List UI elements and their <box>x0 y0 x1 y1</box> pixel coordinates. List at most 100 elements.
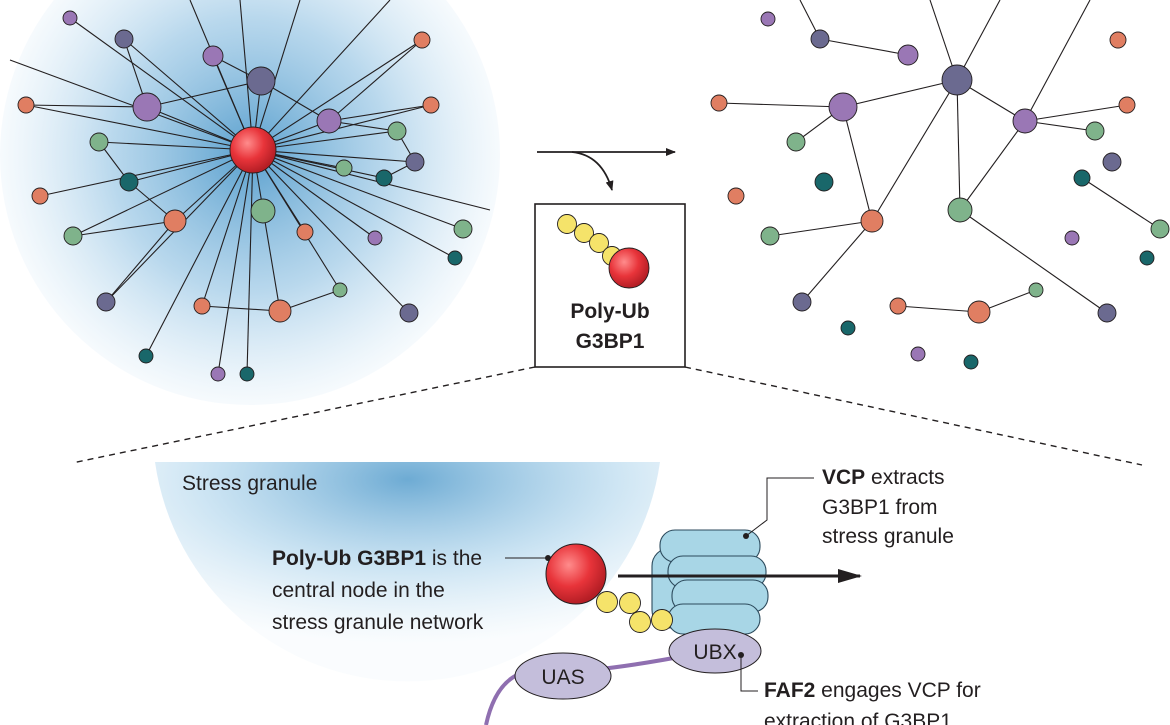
network-edge <box>98 141 254 151</box>
poly-ub-inset-box: Poly-Ub G3BP1 <box>534 203 686 368</box>
network-edge <box>217 149 254 375</box>
network-edge <box>252 149 491 211</box>
network-edge <box>123 38 254 151</box>
slate-node <box>1097 303 1117 323</box>
purple-node <box>316 108 342 134</box>
poly-ub-chain <box>596 591 673 633</box>
purple-node <box>132 92 162 122</box>
hub-node <box>229 126 277 174</box>
slate-node <box>810 29 830 49</box>
vcp-leader <box>745 477 814 537</box>
vcp-leader-dot <box>743 533 749 539</box>
green-node <box>335 159 353 177</box>
network-edge <box>328 39 423 122</box>
purple-node <box>62 10 78 26</box>
network-edge <box>959 209 1108 314</box>
faf2-leader <box>740 655 758 692</box>
network-edge <box>1024 0 1091 122</box>
green-node <box>1150 219 1170 239</box>
network-edge <box>201 149 254 307</box>
green-node <box>250 198 276 224</box>
green-node <box>1085 121 1105 141</box>
purple-node <box>367 230 383 246</box>
faf2-leader-dot <box>738 652 744 658</box>
orange-node <box>1118 96 1136 114</box>
network-edge <box>105 220 176 303</box>
network-edge <box>842 106 873 222</box>
teal-node <box>447 250 463 266</box>
faf2-note-line1: FAF2 engages VCP for <box>764 679 981 702</box>
slate-node <box>1102 152 1122 172</box>
network-edge <box>252 39 423 151</box>
stress-granule-label: Stress granule <box>182 472 317 495</box>
network-edge <box>252 130 398 151</box>
slate-node <box>792 292 812 312</box>
network-edge <box>72 149 254 237</box>
network-edge <box>72 220 176 237</box>
inset-label-line1: Poly-Ub <box>570 300 649 323</box>
network-edge <box>252 149 376 239</box>
network-edge <box>25 104 254 151</box>
poly-ub-note-line1: Poly-Ub G3BP1 is the <box>272 547 482 570</box>
green-node <box>947 197 973 223</box>
poly-ub-note-line2: central node in the <box>272 579 445 602</box>
teal-node <box>239 366 255 382</box>
network-edge <box>1081 177 1161 230</box>
network-edge <box>801 220 873 303</box>
orange-node <box>967 300 991 324</box>
vcp-note-line2: G3BP1 from <box>822 496 938 519</box>
vcp-hexamer <box>651 529 769 635</box>
poly-ub-note-line3: stress granule network <box>272 611 484 634</box>
orange-node <box>193 297 211 315</box>
green-node <box>332 282 348 298</box>
network-edge <box>201 305 281 312</box>
slate-node <box>246 66 276 96</box>
purple-node <box>202 45 224 67</box>
uas-domain <box>514 652 612 700</box>
purple-node <box>1064 230 1080 246</box>
orange-node <box>1109 31 1127 49</box>
purple-node <box>760 11 776 27</box>
green-node <box>453 219 473 239</box>
slate-node <box>405 152 425 172</box>
network-edge <box>842 79 958 108</box>
network-edge <box>25 104 148 108</box>
orange-node <box>889 297 907 315</box>
g3bp1-node-icon <box>545 543 607 605</box>
network-edge <box>9 59 254 151</box>
network-edge <box>328 104 432 122</box>
left-network-nodes <box>17 10 473 382</box>
orange-node <box>268 299 292 323</box>
orange-node <box>710 94 728 112</box>
purple-node <box>910 346 926 362</box>
network-edge <box>239 0 254 151</box>
network-edge <box>769 220 873 237</box>
network-edge <box>145 149 254 357</box>
network-edge <box>871 79 958 222</box>
faf2-note-line2: extraction of G3BP1 <box>764 710 952 725</box>
network-edge <box>39 149 254 197</box>
teal-node <box>840 320 856 336</box>
purple-node <box>210 366 226 382</box>
orange-node <box>422 96 440 114</box>
network-edge <box>252 149 281 312</box>
orange-node <box>296 223 314 241</box>
right-network-edges <box>718 0 1161 314</box>
network-edge <box>252 104 432 151</box>
slate-node <box>399 303 419 323</box>
ubx-domain <box>668 628 762 674</box>
inset-label-line2: G3BP1 <box>576 330 645 353</box>
orange-node <box>727 187 745 205</box>
orange-node <box>31 187 49 205</box>
green-node <box>89 132 109 152</box>
network-edge <box>252 149 464 230</box>
purple-node <box>1012 108 1038 134</box>
transition-arrow <box>537 148 676 191</box>
slate-node <box>96 292 116 312</box>
network-edge <box>252 149 416 163</box>
zoom-guides <box>71 366 1143 466</box>
network-edge <box>1024 104 1128 122</box>
purple-node <box>828 92 858 122</box>
network-edge <box>246 149 254 375</box>
